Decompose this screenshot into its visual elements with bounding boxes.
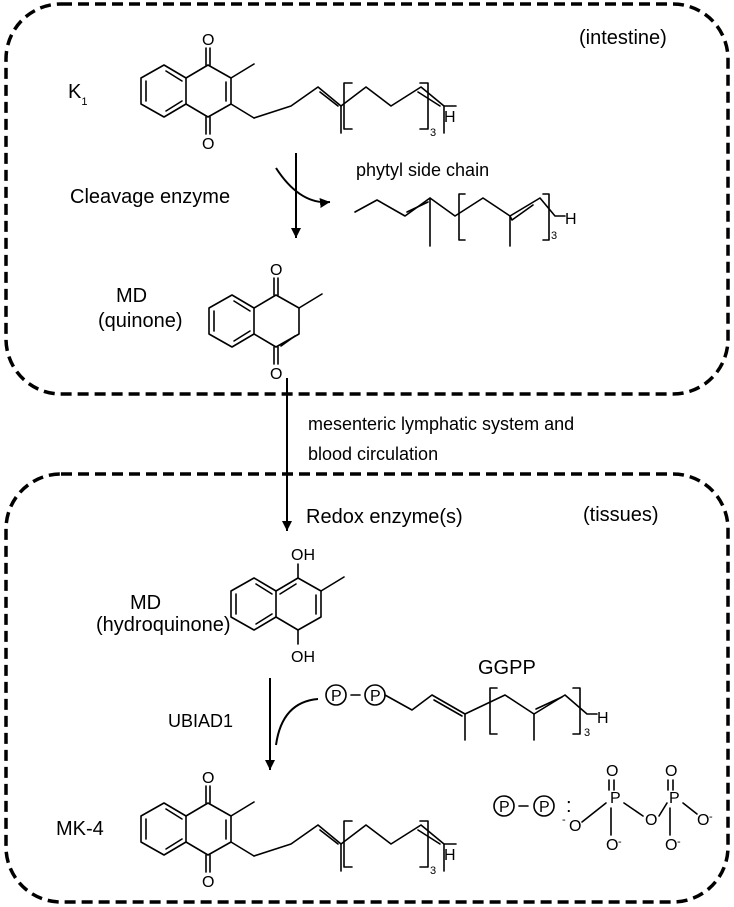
pyrophosphate-legend: P P : O P O P O O O O O - - - -: [493, 763, 713, 854]
md-hydroquinone-label-1: MD: [130, 592, 161, 614]
svg-text:P: P: [499, 799, 510, 816]
svg-text:O: O: [569, 818, 581, 835]
k1-structure: K1 O O H 3: [68, 32, 457, 153]
svg-text:3: 3: [430, 865, 436, 877]
svg-text:OH: OH: [291, 649, 315, 666]
phytyl-side-chain-label: phytyl side chain: [356, 160, 489, 180]
svg-text:H: H: [565, 211, 577, 228]
mk4-structure: O O H 3: [140, 770, 457, 891]
svg-text:P: P: [669, 790, 680, 807]
md-quinone-label-1: MD: [116, 285, 147, 307]
svg-text:O: O: [606, 763, 618, 780]
md-quinone-label-2: (quinone): [98, 310, 183, 332]
ggpp-label: GGPP: [478, 657, 536, 679]
svg-text:P: P: [331, 688, 342, 705]
svg-text:O: O: [645, 812, 657, 829]
tissues-compartment: [4, 472, 730, 904]
svg-text:P: P: [610, 790, 621, 807]
svg-text:-: -: [709, 811, 713, 823]
ggpp-structure: P P H 3: [325, 684, 609, 741]
md-hydroquinone-label-2: (hydroquinone): [96, 614, 231, 636]
cleavage-enzyme-label: Cleavage enzyme: [70, 186, 230, 208]
transport-label-2: blood circulation: [308, 444, 438, 464]
svg-text:O: O: [202, 136, 214, 153]
svg-text:O: O: [202, 770, 214, 787]
intestine-compartment: [4, 2, 730, 396]
svg-text:O: O: [202, 874, 214, 891]
svg-text:OH: OH: [291, 547, 315, 564]
svg-text:-: -: [677, 836, 681, 848]
md-quinone-structure: O O: [208, 262, 323, 383]
svg-text:O: O: [665, 837, 677, 854]
svg-text:P: P: [539, 799, 550, 816]
k1-label: K1: [68, 81, 87, 108]
svg-text:O: O: [270, 366, 282, 383]
ggpp-incorporation-arrow: [275, 698, 319, 746]
svg-text:P: P: [370, 688, 381, 705]
svg-text:H: H: [444, 847, 456, 864]
phytyl-chain-structure: H 3: [354, 193, 577, 247]
mk4-label: MK-4: [56, 818, 104, 840]
intestine-label: (intestine): [579, 27, 667, 49]
transport-label-1: mesenteric lymphatic system and: [308, 414, 574, 434]
svg-text:O: O: [665, 763, 677, 780]
svg-text:O: O: [202, 32, 214, 49]
tissues-label: (tissues): [583, 504, 659, 526]
svg-text:H: H: [597, 710, 609, 727]
svg-text:3: 3: [551, 230, 557, 242]
ubiad1-label: UBIAD1: [168, 711, 233, 731]
side-chain-release-arrow: [275, 167, 331, 208]
md-hydroquinone-structure: OH OH: [230, 547, 345, 666]
svg-text:3: 3: [584, 727, 590, 739]
svg-text:O: O: [270, 262, 282, 279]
svg-text:H: H: [444, 109, 456, 126]
svg-text:-: -: [618, 836, 622, 848]
svg-text:3: 3: [430, 127, 436, 139]
svg-text::: :: [566, 795, 572, 817]
svg-text:-: -: [562, 814, 566, 826]
svg-text:O: O: [606, 837, 618, 854]
svg-text:O: O: [697, 812, 709, 829]
redox-enzyme-label: Redox enzyme(s): [306, 506, 463, 528]
